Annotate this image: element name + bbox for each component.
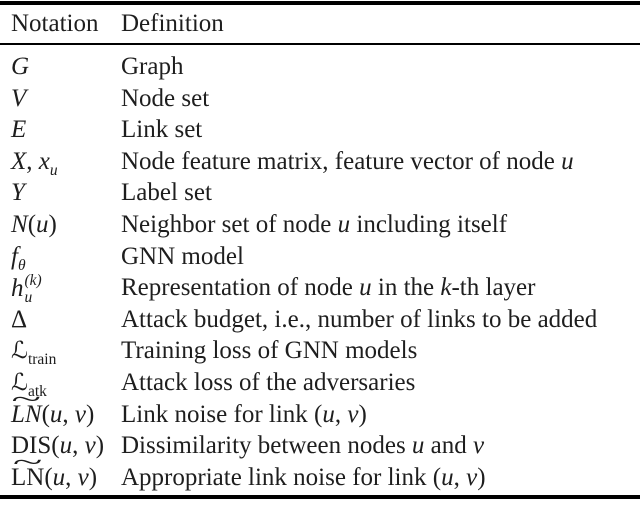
definition-cell: Link noise for link (u, v) [121,400,367,428]
definition-cell: GNN model [121,242,244,270]
table-row: ~LN(u, v)Link noise for link (u, v) [0,387,640,431]
definition-cell: Training loss of GNN models [121,337,418,365]
header-notation: Notation [11,10,99,37]
notation-cell: fθ [11,242,26,274]
table-row: ℒatk Attack loss of the adversaries [0,367,640,400]
wide-tilde-group: ~LN [11,450,45,491]
table-row: ℒtrain Training loss of GNN models [0,335,640,369]
notation-cell: N(u) [11,210,57,238]
definition-cell: Neighbor set of node u including itself [121,210,508,238]
table-row: Δ Attack budget, i.e., number of links to… [0,304,640,336]
notation-cell: Y [11,179,25,207]
definition-cell: Graph [121,53,184,80]
table-row: DIS(u, v) Dissimilarity between nodes u a… [0,430,640,462]
definition-cell: Appropriate link noise for link (u, v) [121,463,486,491]
wide-tilde-body: LN [11,463,45,491]
notation-cell: G [11,53,30,80]
table-top-rule [0,1,640,5]
header-definition: Definition [121,10,224,37]
subscript: u [24,289,33,307]
notation-cell: Δ [11,305,28,333]
notation-cell: ~LN(u, v) [0,450,121,494]
notation-cell: X, xu [11,147,58,179]
subsup-stack: (k)u [25,272,42,306]
definition-cell: Representation of node u in the k-th lay… [121,274,536,302]
table-row: X, xu Node feature matrix, feature vector… [0,146,640,179]
table-row: N(u) Neighbor set of node u including its… [0,209,640,241]
table-header: Notation Definition [0,5,640,43]
definition-cell: Label set [121,179,212,207]
table-row: h(k)u Representation of node u in the k-t… [0,272,640,307]
table-row: Y Label set [0,177,640,209]
definition-cell: Link set [121,116,203,144]
table-row: fθ GNN model [0,241,640,274]
table-row: ~LN(u, v)Appropriate link noise for link… [0,450,640,494]
table-row: E Link set [0,114,640,146]
notation-cell: ~LN(u, v) [0,387,121,431]
header-rule [0,43,640,45]
definition-cell: Node feature matrix, feature vector of n… [121,147,574,175]
notation-cell: V [11,84,27,112]
wide-tilde-mark: ~ [11,385,42,413]
notation-cell: h(k)u [11,272,42,307]
notation-cell: ℒatk [11,367,47,400]
definition-cell: Attack loss of the adversaries [121,368,416,396]
definition-cell: Attack budget, i.e., number of links to … [121,305,598,333]
table-row: G Graph [0,51,640,83]
notation-cell: ℒtrain [11,336,57,369]
superscript: (k) [24,272,42,290]
wide-tilde-body: LN [11,400,42,428]
wide-tilde-mark: ~ [12,448,43,476]
notation-cell: DIS(u, v) [11,432,105,460]
definition-cell: Dissimilarity between nodes u and v [121,432,485,460]
notation-cell: E [11,116,27,144]
definition-cell: Node set [121,84,210,112]
table-bottom-rule [0,495,640,500]
wide-tilde-group: ~LN [11,387,42,428]
table-row: V Node set [0,83,640,115]
